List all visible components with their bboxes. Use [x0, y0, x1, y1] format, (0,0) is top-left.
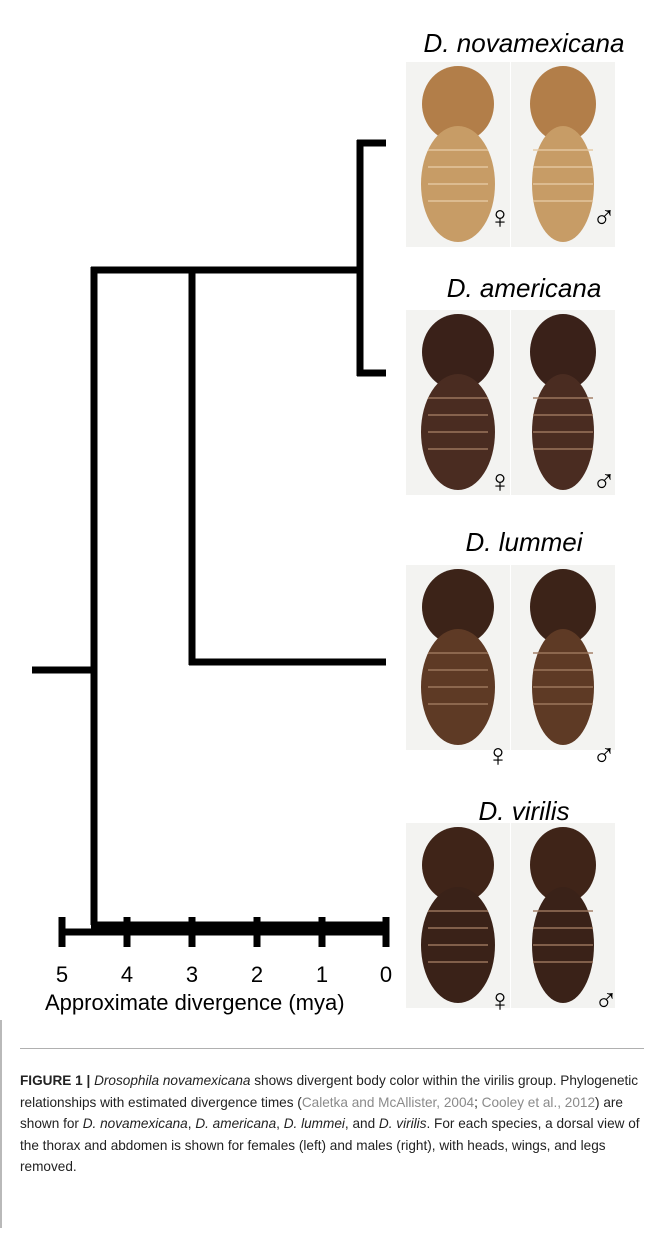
caption-sp4: D. virilis [379, 1116, 427, 1131]
fly-male-dvirilis [511, 823, 615, 1008]
species-label-novamexicana: D. novamexicana [424, 28, 625, 58]
tick-label-3: 3 [186, 962, 198, 988]
species-label-americana: D. americana [447, 273, 602, 303]
caption-lead: FIGURE 1 | [20, 1073, 90, 1088]
female-symbol-novamexicana: ♀ [488, 200, 512, 234]
tick-label-0: 0 [380, 962, 392, 988]
species-label-lummei: D. lummei [465, 527, 582, 557]
male-symbol-americana: ♂ [592, 464, 616, 498]
figure-caption: FIGURE 1 | Drosophila novamexicana shows… [20, 1070, 640, 1178]
male-symbol-novamexicana: ♂ [592, 200, 616, 234]
female-symbol-americana: ♀ [488, 464, 512, 498]
caption-divider [20, 1048, 644, 1049]
figure: 5 4 3 2 1 0 Approximate divergence (mya)… [0, 0, 657, 1020]
citation-caletka[interactable]: Caletka and McAllister, 2004 [302, 1095, 474, 1110]
caption-species: Drosophila novamexicana [94, 1073, 250, 1088]
tick-label-1: 1 [316, 962, 328, 988]
tick-label-5: 5 [56, 962, 68, 988]
caption-comma-2: , [276, 1116, 284, 1131]
species-label-virilis: D. virilis [479, 796, 570, 826]
fly-male-dlummei [511, 565, 615, 750]
female-symbol-lummei: ♀ [486, 738, 510, 772]
fly-female-dlummei [406, 565, 510, 750]
caption-sep: ; [474, 1095, 482, 1110]
tick-label-4: 4 [121, 962, 133, 988]
axis-title: Approximate divergence (mya) [45, 990, 345, 1016]
caption-sp2: D. americana [195, 1116, 276, 1131]
caption-sp1: D. novamexicana [83, 1116, 188, 1131]
tick-label-2: 2 [251, 962, 263, 988]
fly-female-dvirilis [406, 823, 510, 1008]
male-symbol-lummei: ♂ [592, 738, 616, 772]
male-symbol-virilis: ♂ [594, 983, 618, 1017]
female-symbol-virilis: ♀ [488, 983, 512, 1017]
caption-and: , and [345, 1116, 379, 1131]
citation-cooley[interactable]: Cooley et al., 2012 [482, 1095, 595, 1110]
caption-sp3: D. lummei [284, 1116, 345, 1131]
phylogeny-tree-clean [0, 0, 657, 1020]
